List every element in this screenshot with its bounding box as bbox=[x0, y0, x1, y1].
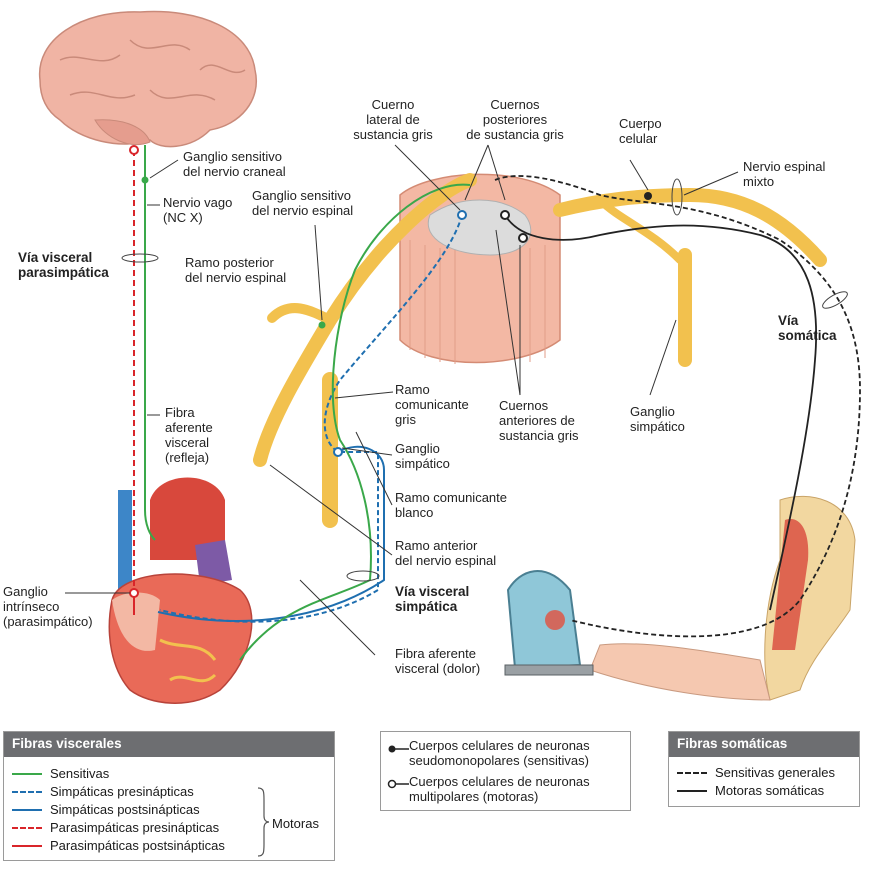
iron bbox=[504, 570, 594, 676]
legend-somatic-title: Fibras somáticas bbox=[669, 732, 859, 757]
hollow-cell-icon bbox=[387, 779, 409, 789]
label-via-visceral-simpatica: Vía visceral simpática bbox=[395, 584, 470, 614]
legend-item-label: Sensitivas generales bbox=[715, 765, 835, 780]
label-ganglio-intrinseco: Ganglio intrínseco (parasimpático) bbox=[3, 584, 93, 629]
label-fibra-aferente-dolor: Fibra aferente visceral (dolor) bbox=[395, 646, 481, 676]
legend-swatch bbox=[12, 772, 42, 775]
label-cuerno-lateral: Cuerno lateral de sustancia gris bbox=[353, 97, 433, 142]
legend-item-label: Parasimpáticas presinápticas bbox=[50, 820, 220, 835]
legend-swatch bbox=[677, 789, 707, 792]
label-ganglio-sensitivo-craneal: Ganglio sensitivo del nervio craneal bbox=[183, 149, 286, 179]
label-ramo-anterior: Ramo anterior del nervio espinal bbox=[395, 538, 497, 568]
legend-item: Simpáticas presinápticas bbox=[12, 784, 194, 799]
legend-item: Sensitivas generales bbox=[677, 765, 835, 780]
motoras-bracket bbox=[257, 787, 270, 857]
legend-cells: Cuerpos celulares de neuronas seudomonop… bbox=[380, 731, 631, 811]
label-via-visceral-parasimpatica: Vía visceral parasimpática bbox=[18, 250, 109, 280]
spinal-nerve bbox=[253, 173, 827, 528]
label-ramo-posterior: Ramo posterior del nervio espinal bbox=[185, 255, 287, 285]
label-via-somatica: Vía somática bbox=[778, 313, 837, 343]
legend-item: Parasimpáticas postsinápticas bbox=[12, 838, 225, 853]
label-nervio-vago: Nervio vago (NC X) bbox=[163, 195, 233, 225]
legend-item-label: Simpáticas postsinápticas bbox=[50, 802, 200, 817]
legend-cells-item-2: Cuerpos celulares de neuronas multipolar… bbox=[409, 774, 590, 804]
label-ramo-comunicante-blanco: Ramo comunicante blanco bbox=[395, 490, 507, 520]
legend-visceral-title: Fibras viscerales bbox=[4, 732, 334, 757]
legend-somatic: Fibras somáticas Sensitivas generales Mo… bbox=[668, 731, 860, 807]
label-nervio-espinal-mixto: Nervio espinal mixto bbox=[743, 159, 826, 189]
label-ganglio-simpatico-right: Ganglio simpático bbox=[630, 404, 685, 434]
legend-item: Sensitivas bbox=[12, 766, 109, 781]
label-ramo-comunicante-gris: Ramo comunicante gris bbox=[395, 382, 469, 427]
legend-swatch bbox=[677, 771, 707, 774]
legend-item: Motoras somáticas bbox=[677, 783, 824, 798]
label-cuernos-posteriores: Cuernos posteriores de sustancia gris bbox=[466, 97, 564, 142]
filled-cell-icon bbox=[388, 745, 409, 753]
legend-swatch bbox=[12, 826, 42, 829]
label-cuernos-anteriores: Cuernos anteriores de sustancia gris bbox=[499, 398, 579, 443]
heart bbox=[108, 477, 253, 704]
label-ganglio-simpatico-center: Ganglio simpático bbox=[395, 441, 450, 471]
legend-item-label: Sensitivas bbox=[50, 766, 110, 781]
legend-cells-item-1: Cuerpos celulares de neuronas seudomonop… bbox=[409, 738, 590, 768]
label-ganglio-sensitivo-espinal: Ganglio sensitivo del nervio espinal bbox=[252, 188, 354, 218]
legend-visceral: Fibras viscerales Sensitivas Simpáticas … bbox=[3, 731, 335, 861]
label-fibra-aferente-visceral-refleja: Fibra aferente visceral (refleja) bbox=[165, 405, 213, 465]
arm bbox=[589, 495, 856, 701]
legend-motoras-label: Motoras bbox=[272, 816, 319, 831]
legend-item-label: Motoras somáticas bbox=[715, 783, 825, 798]
label-cuerpo-celular: Cuerpo celular bbox=[619, 116, 662, 146]
legend-item-label: Simpáticas presinápticas bbox=[50, 784, 194, 799]
legend-item-label: Parasimpáticas postsinápticas bbox=[50, 838, 225, 853]
legend-swatch bbox=[12, 808, 42, 811]
legend-swatch bbox=[12, 790, 42, 793]
legend-item: Parasimpáticas presinápticas bbox=[12, 820, 219, 835]
legend-item: Simpáticas postsinápticas bbox=[12, 802, 200, 817]
brain bbox=[38, 10, 258, 148]
legend-swatch bbox=[12, 844, 42, 847]
